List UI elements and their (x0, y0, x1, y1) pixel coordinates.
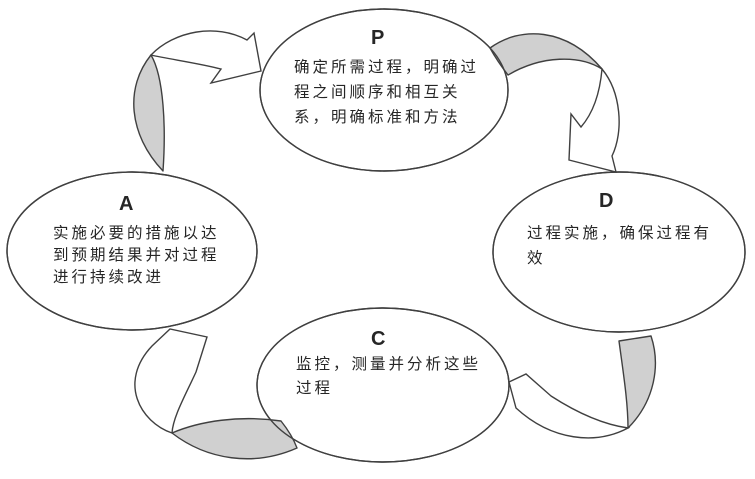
arrow-act-to-plan-icon (149, 30, 262, 85)
arrow-do-to-check-shade-icon (618, 335, 657, 429)
node-text-plan: 确定所需过程，明确过程之间顺序和相互关系，明确标准和方法 (294, 59, 480, 126)
ellipse-plan-outline (259, 8, 509, 172)
node-text-check: 监控，测量并分析这些过程 (296, 356, 482, 397)
ellipse-do-outline (492, 171, 746, 333)
arrow-do-to-check-icon (508, 373, 631, 439)
arrow-check-to-act-shade-icon (171, 417, 298, 460)
node-text-do: 过程实施，确保过程有效 (527, 225, 713, 267)
arrow-act-to-plan-shade-icon (133, 54, 165, 172)
node-letter-plan: P (371, 27, 385, 49)
ellipse-act-outline (6, 171, 258, 331)
arrow-check-to-act-icon (134, 328, 208, 434)
node-letter-do: D (599, 190, 614, 212)
arrow-plan-to-do-shade-icon (489, 33, 603, 76)
arrow-plan-to-do-icon (568, 67, 620, 173)
node-letter-check: C (371, 328, 386, 350)
node-letter-act: A (119, 193, 134, 215)
ellipse-check-outline (256, 307, 510, 463)
node-text-act: 实施必要的措施以达到预期结果并对过程进行持续改进 (53, 225, 220, 286)
